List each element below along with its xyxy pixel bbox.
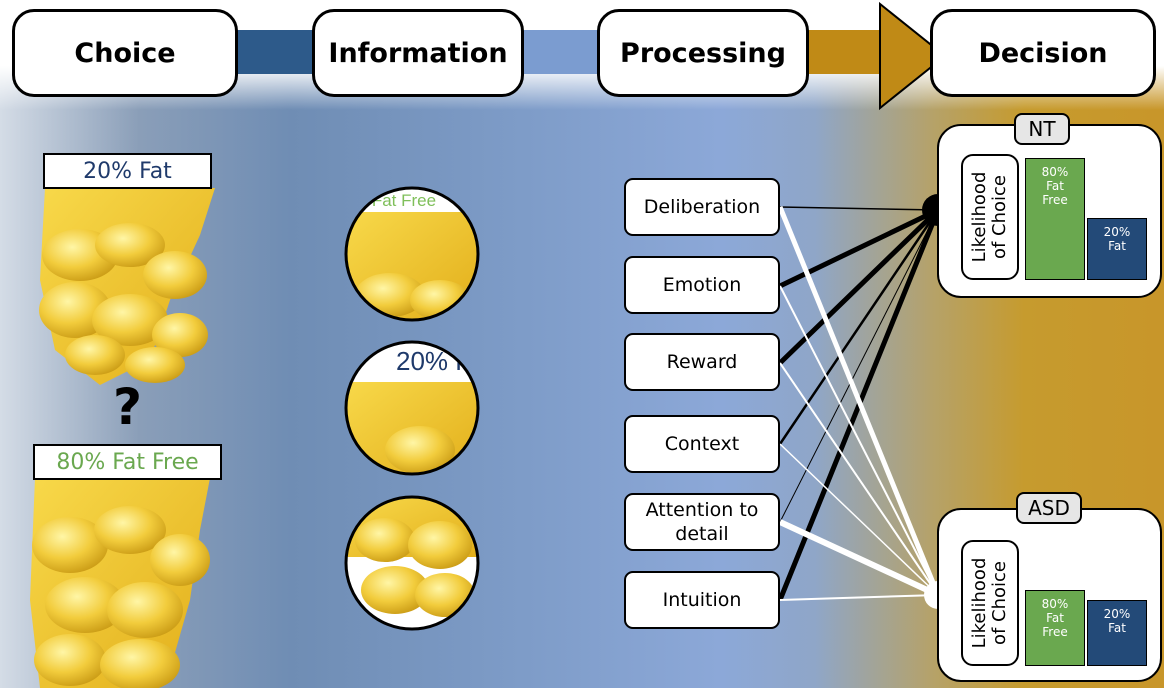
choice-option-80-fat-free: 80% Fat Free	[33, 444, 222, 480]
process-deliberation: Deliberation	[624, 178, 780, 236]
magnified-chips	[344, 495, 480, 631]
chips-bag-image	[39, 188, 215, 385]
process-context: Context	[624, 415, 780, 473]
asd-tag: ASD	[1016, 492, 1082, 524]
chips-bag-image	[30, 478, 210, 688]
nt-tag: NT	[1014, 113, 1070, 145]
stage-choice: Choice	[12, 9, 238, 97]
process-attention-to-detail: Attention to detail	[624, 493, 780, 551]
magnified-20-percent-label: 20% F	[344, 340, 480, 476]
process-reward: Reward	[624, 333, 780, 391]
asd-connections	[777, 206, 941, 601]
nt-bar-fat: 20% Fat	[1087, 218, 1147, 280]
asd-y-axis-label: Likelihood of Choice	[961, 540, 1019, 666]
magnified-fat-free-label: % Fat Free	[344, 186, 480, 322]
asd-bar-fat-free: 80% Fat Free	[1025, 590, 1085, 666]
asd-bar-fat: 20% Fat	[1087, 600, 1147, 666]
stage-decision: Decision	[930, 9, 1156, 97]
process-arrow	[230, 1, 947, 111]
stage-information: Information	[312, 9, 524, 97]
process-intuition: Intuition	[624, 571, 780, 629]
nt-y-axis-label: Likelihood of Choice	[961, 154, 1019, 280]
stage-processing: Processing	[597, 9, 809, 97]
asd-decision-panel: Likelihood of Choice 80% Fat Free 20% Fa…	[937, 508, 1162, 682]
choice-option-20-fat: 20% Fat	[43, 153, 212, 189]
nt-bar-fat-free: 80% Fat Free	[1025, 158, 1085, 280]
nt-decision-panel: Likelihood of Choice 80% Fat Free 20% Fa…	[937, 124, 1162, 298]
question-mark: ?	[113, 378, 143, 436]
process-emotion: Emotion	[624, 256, 780, 314]
